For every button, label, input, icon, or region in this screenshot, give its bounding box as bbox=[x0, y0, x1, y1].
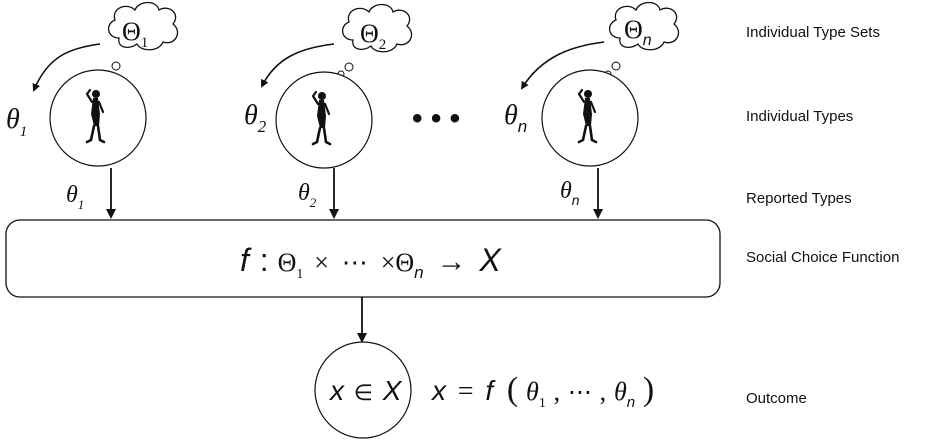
type-set-symbol-n: Θn bbox=[624, 15, 652, 49]
agent-1 bbox=[32, 1, 179, 219]
type-symbol-1: θ1 bbox=[6, 104, 27, 140]
outcome-membership: x ∈ X bbox=[328, 375, 403, 406]
agent-2 bbox=[261, 3, 413, 219]
reported-symbol-1: θ1 bbox=[66, 182, 84, 212]
type-set-symbol-1: Θ1 bbox=[122, 17, 148, 51]
thought-bubble-dot bbox=[611, 61, 621, 71]
agent-n bbox=[520, 1, 680, 219]
type-symbol-2: θ2 bbox=[244, 100, 267, 136]
scf-box bbox=[5, 219, 721, 298]
curved-arrow-2 bbox=[261, 43, 335, 88]
label-social-choice-function: Social Choice Function bbox=[746, 249, 900, 266]
ellipsis: • • • bbox=[412, 102, 460, 135]
reported-symbol-2: θ2 bbox=[298, 180, 317, 210]
thought-bubble-dot bbox=[111, 61, 121, 71]
outcome-formula: x = f ( θ1 , ⋯ , θn ) bbox=[430, 371, 654, 413]
type-set-symbol-2: Θ2 bbox=[360, 19, 386, 53]
label-individual-types: Individual Types bbox=[746, 108, 854, 125]
curved-arrow-1 bbox=[32, 43, 101, 92]
reported-symbol-n: θn bbox=[560, 178, 580, 208]
label-reported-types: Reported Types bbox=[746, 190, 852, 207]
scf-formula: f : Θ1 × ⋯ ×Θn → X bbox=[240, 242, 502, 285]
type-symbol-n: θn bbox=[504, 100, 527, 136]
label-outcome: Outcome bbox=[746, 390, 807, 407]
label-individual-type-sets: Individual Type Sets bbox=[746, 24, 880, 41]
curved-arrow-n bbox=[520, 41, 605, 90]
thought-bubble-dot bbox=[344, 62, 354, 72]
outcome-circle bbox=[314, 341, 412, 439]
